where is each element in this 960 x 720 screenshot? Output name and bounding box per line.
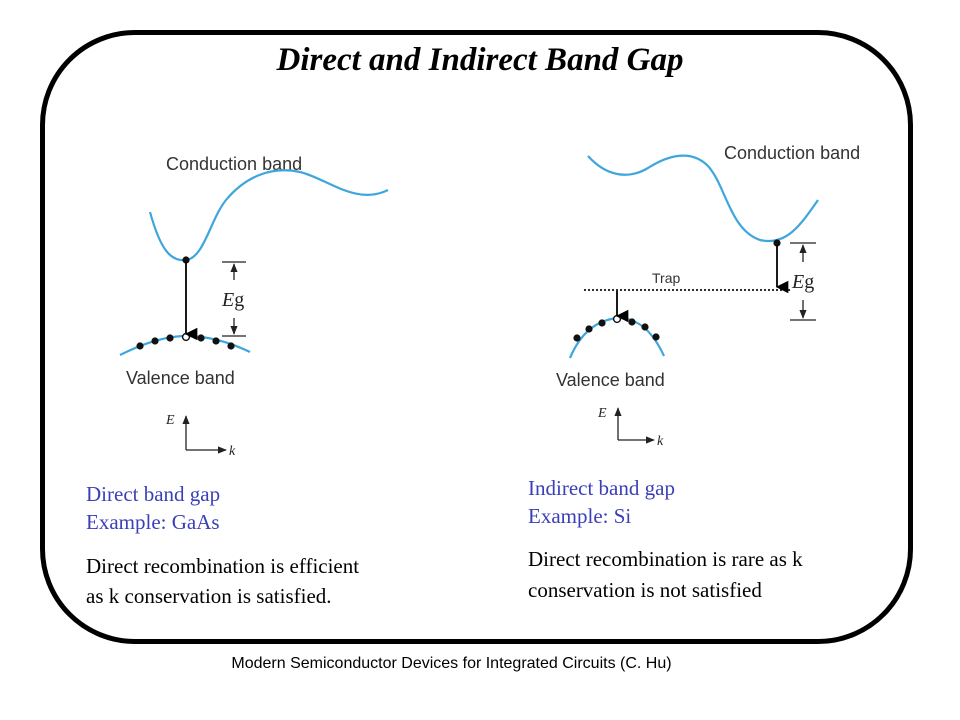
footer-citation: Modern Semiconductor Devices for Integra… (231, 655, 672, 672)
direct-axes (182, 415, 227, 454)
trap-label: Trap (652, 270, 680, 286)
direct-caption-example: Example: GaAs (86, 510, 220, 534)
indirect-eg-bracket (790, 242, 816, 321)
direct-note-line-1: Direct recombination is efficient (86, 554, 360, 578)
indirect-caption-example: Example: Si (528, 504, 632, 528)
indirect-note-line-2: conservation is not satisfied (528, 578, 762, 602)
indirect-axes (614, 407, 655, 444)
indirect-axis-k-label: k (657, 434, 664, 449)
indirect-electron (773, 239, 781, 247)
direct-axis-e-label: E (165, 413, 175, 428)
direct-eg-bracket (222, 261, 246, 337)
direct-note-line-2: as k conservation is satisfied. (86, 584, 332, 608)
direct-conduction-curve (148, 169, 389, 262)
direct-hole (181, 332, 191, 342)
direct-eg-label: Eg (221, 289, 244, 311)
slide-frame (40, 30, 913, 644)
direct-caption-title: Direct band gap (86, 482, 221, 506)
direct-valence-electrons (136, 334, 235, 350)
indirect-eg-label: Eg (791, 271, 814, 293)
direct-valence-label: Valence band (126, 368, 235, 388)
indirect-valence-electrons (573, 318, 660, 342)
indirect-valence-curve (568, 316, 666, 359)
slide-title: Direct and Indirect Band Gap (276, 42, 684, 78)
indirect-caption-title: Indirect band gap (528, 476, 675, 500)
direct-axis-k-label: k (229, 444, 236, 459)
direct-electron (182, 256, 190, 264)
direct-conduction-label: Conduction band (166, 154, 302, 174)
indirect-conduction-curve (587, 154, 819, 243)
indirect-hole (612, 314, 622, 324)
indirect-valence-label: Valence band (556, 370, 665, 390)
indirect-axis-e-label: E (597, 406, 607, 421)
indirect-conduction-label: Conduction band (724, 143, 860, 163)
indirect-note-line-1: Direct recombination is rare as k (528, 547, 803, 571)
